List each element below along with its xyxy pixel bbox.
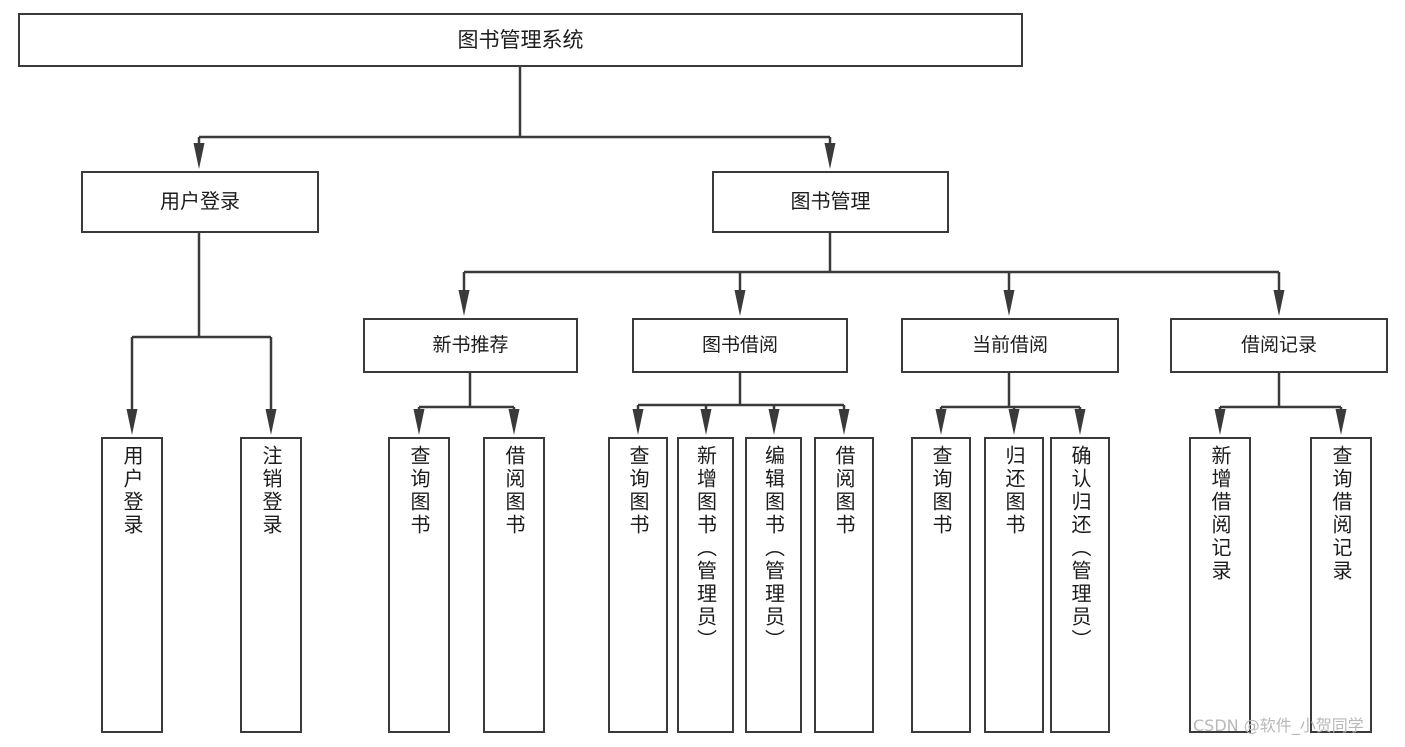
node-leaf_edit_book[interactable]: 编辑图书（管理员） [745, 437, 802, 733]
node-leaf_query_book_2-label: 查询图书 [626, 445, 650, 537]
node-leaf_logout_login-label: 注销登录 [259, 445, 283, 537]
node-leaf_borrow_book_2-label: 借阅图书 [832, 445, 856, 537]
arrowhead-root-child-0 [193, 143, 205, 169]
node-leaf_add_book[interactable]: 新增图书（管理员） [677, 437, 734, 733]
arrowhead-current_borrow-child-2 [1074, 409, 1086, 435]
node-book_manage[interactable]: 图书管理 [712, 171, 949, 233]
node-leaf_add_record[interactable]: 新增借阅记录 [1189, 437, 1251, 733]
arrowhead-book-manage-child-3 [1273, 290, 1285, 316]
arrowhead-new_book_rec-child-1 [508, 409, 520, 435]
arrowhead-root-child-1 [824, 143, 836, 169]
arrowhead-borrow_record-child-0 [1214, 409, 1226, 435]
node-new_book_rec[interactable]: 新书推荐 [363, 318, 578, 373]
arrowhead-book-manage-child-2 [1003, 290, 1015, 316]
node-book_manage-label: 图书管理 [790, 189, 871, 214]
node-user_login-label: 用户登录 [160, 189, 240, 214]
node-new_book_rec-label: 新书推荐 [432, 334, 509, 357]
arrowhead-book-manage-child-1 [734, 290, 746, 316]
node-current_borrow[interactable]: 当前借阅 [901, 318, 1119, 373]
node-borrow_record[interactable]: 借阅记录 [1170, 318, 1388, 373]
node-leaf_return_book-label: 归还图书 [1002, 445, 1026, 537]
arrowhead-book_borrow-child-2 [768, 409, 780, 435]
watermark: CSDN @软件_小贺同学 [1193, 716, 1364, 735]
node-root[interactable]: 图书管理系统 [18, 13, 1023, 67]
node-leaf_edit_book-label: 编辑图书（管理员） [761, 445, 786, 652]
arrowhead-book-manage-child-0 [458, 290, 470, 316]
node-leaf_logout_login[interactable]: 注销登录 [240, 437, 302, 733]
node-leaf_borrow_book_2[interactable]: 借阅图书 [814, 437, 874, 733]
node-leaf_return_book[interactable]: 归还图书 [984, 437, 1044, 733]
node-leaf_query_book_3-label: 查询图书 [929, 445, 953, 537]
node-root-label: 图书管理系统 [457, 27, 584, 52]
arrowhead-new_book_rec-child-0 [413, 409, 425, 435]
arrowhead-book_borrow-child-3 [838, 409, 850, 435]
node-leaf_query_book_3[interactable]: 查询图书 [911, 437, 971, 733]
node-current_borrow-label: 当前借阅 [971, 334, 1048, 357]
node-leaf_user_login[interactable]: 用户登录 [101, 437, 163, 733]
node-leaf_query_record[interactable]: 查询借阅记录 [1310, 437, 1372, 733]
node-leaf_borrow_book_1-label: 借阅图书 [502, 445, 526, 537]
node-leaf_query_record-label: 查询借阅记录 [1329, 445, 1353, 583]
node-book_borrow-label: 图书借阅 [701, 334, 778, 357]
node-leaf_query_book_1[interactable]: 查询图书 [388, 437, 450, 733]
node-leaf_user_login-label: 用户登录 [120, 445, 144, 537]
node-leaf_query_book_1-label: 查询图书 [407, 445, 431, 537]
arrowhead-current_borrow-child-0 [935, 409, 947, 435]
node-leaf_add_record-label: 新增借阅记录 [1208, 445, 1232, 583]
node-borrow_record-label: 借阅记录 [1240, 334, 1317, 357]
node-leaf_add_book-label: 新增图书（管理员） [693, 445, 718, 652]
arrowhead-user-login-child-0 [126, 409, 138, 435]
arrowhead-book_borrow-child-1 [700, 409, 712, 435]
arrowhead-current_borrow-child-1 [1008, 409, 1020, 435]
node-user_login[interactable]: 用户登录 [81, 171, 319, 233]
arrowhead-book_borrow-child-0 [632, 409, 644, 435]
node-leaf_confirm_return-label: 确认归还（管理员） [1068, 445, 1092, 652]
node-book_borrow[interactable]: 图书借阅 [632, 318, 848, 373]
node-leaf_borrow_book_1[interactable]: 借阅图书 [483, 437, 545, 733]
node-leaf_query_book_2[interactable]: 查询图书 [608, 437, 668, 733]
arrowhead-borrow_record-child-1 [1335, 409, 1347, 435]
arrowhead-user-login-child-1 [265, 409, 277, 435]
node-leaf_confirm_return[interactable]: 确认归还（管理员） [1050, 437, 1110, 733]
